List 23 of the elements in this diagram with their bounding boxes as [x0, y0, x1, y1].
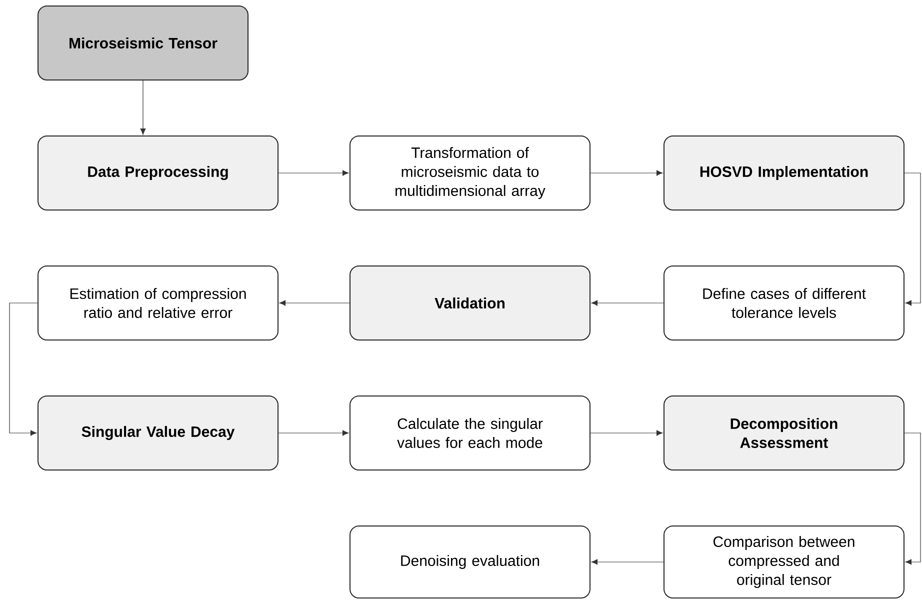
arrow — [9, 302, 38, 436]
description-box: Estimation of compression ratio and relative error — [38, 266, 278, 340]
arrow — [278, 430, 349, 436]
description-box: Comparison between compressed and original tensor — [664, 526, 904, 598]
arrow — [591, 559, 664, 565]
description-box: Transformation of microseismic data to multidimensional array — [350, 136, 590, 210]
arrow — [904, 432, 921, 565]
arrow — [590, 170, 663, 176]
arrow — [278, 170, 349, 176]
description-box: Define cases of different tolerance levels — [664, 266, 904, 340]
process-box: Decomposition Assessment — [664, 396, 904, 470]
arrow — [279, 300, 350, 306]
process-box: HOSVD Implementation — [664, 136, 904, 210]
arrow — [140, 80, 146, 135]
arrow — [591, 300, 664, 306]
description-box: Denoising evaluation — [350, 526, 590, 598]
arrow — [590, 430, 663, 436]
process-box: Validation — [350, 266, 590, 340]
arrow — [904, 172, 921, 306]
start-box: Microseismic Tensor — [38, 6, 248, 80]
description-box: Calculate the singular values for each mode — [350, 396, 590, 470]
process-box: Data Preprocessing — [38, 136, 278, 210]
process-box: Singular Value Decay — [38, 396, 278, 470]
